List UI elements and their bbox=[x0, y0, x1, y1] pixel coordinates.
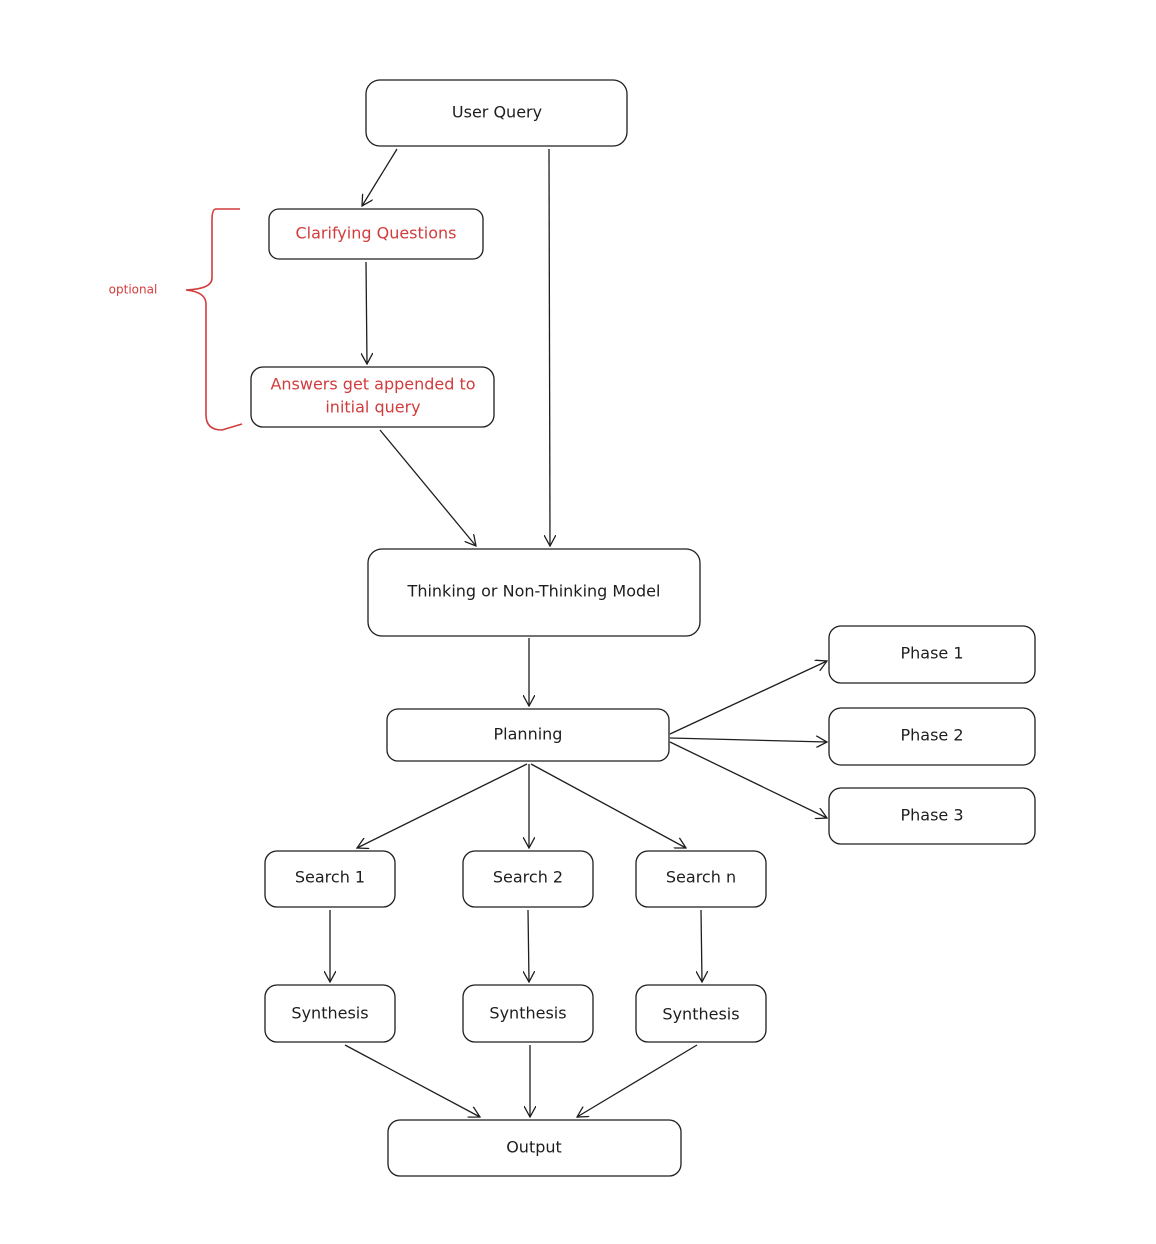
edge-synthesis3-to-output bbox=[577, 1044, 698, 1117]
user-query-node[interactable]: User Query bbox=[365, 79, 628, 147]
edge-answers-to-model bbox=[379, 429, 476, 546]
answers-appended-label-line2: initial query bbox=[325, 398, 420, 417]
model-node[interactable]: Thinking or Non-Thinking Model bbox=[367, 548, 701, 637]
synthesis2-node[interactable]: Synthesis bbox=[462, 984, 594, 1043]
user-query-label: User Query bbox=[452, 103, 542, 122]
edge-planning-to-phase1 bbox=[669, 661, 827, 735]
search2-node[interactable]: Search 2 bbox=[462, 850, 594, 908]
edge-user-query-to-model bbox=[549, 148, 550, 546]
edge-planning-to-searchn bbox=[530, 763, 686, 848]
edge-planning-to-search1 bbox=[357, 763, 528, 848]
phase1-node[interactable]: Phase 1 bbox=[828, 625, 1036, 684]
phase3-label: Phase 3 bbox=[900, 806, 963, 825]
edge-planning-to-phase3 bbox=[669, 741, 827, 818]
output-node[interactable]: Output bbox=[387, 1119, 682, 1177]
searchn-node[interactable]: Search n bbox=[635, 850, 767, 908]
optional-brace bbox=[185, 208, 243, 431]
search1-node[interactable]: Search 1 bbox=[264, 850, 396, 908]
edge-clarifying-to-answers bbox=[366, 261, 367, 364]
model-label: Thinking or Non-Thinking Model bbox=[407, 582, 661, 601]
search2-label: Search 2 bbox=[493, 868, 563, 887]
clarifying-questions-node[interactable]: Clarifying Questions bbox=[268, 208, 484, 260]
search1-label: Search 1 bbox=[295, 868, 365, 887]
edge-searchn-to-synthesis3 bbox=[701, 909, 702, 982]
planning-node[interactable]: Planning bbox=[386, 708, 670, 762]
synthesis2-label: Synthesis bbox=[489, 1004, 566, 1023]
output-label: Output bbox=[506, 1138, 562, 1157]
edge-search2-to-synthesis2 bbox=[528, 909, 529, 982]
answers-appended-label-line1: Answers get appended to bbox=[270, 375, 475, 394]
searchn-label: Search n bbox=[666, 868, 736, 887]
synthesis1-label: Synthesis bbox=[291, 1004, 368, 1023]
phase2-label: Phase 2 bbox=[900, 726, 963, 745]
edges bbox=[330, 148, 827, 1117]
clarifying-questions-label: Clarifying Questions bbox=[296, 224, 457, 243]
phase3-node[interactable]: Phase 3 bbox=[828, 787, 1036, 845]
edge-synthesis1-to-output bbox=[344, 1044, 480, 1117]
synthesis1-node[interactable]: Synthesis bbox=[264, 984, 396, 1043]
optional-label: optional bbox=[109, 283, 158, 297]
edge-planning-to-phase2 bbox=[669, 738, 827, 742]
synthesis3-node[interactable]: Synthesis bbox=[635, 984, 767, 1043]
answers-appended-node[interactable]: Answers get appended to initial query bbox=[250, 366, 495, 428]
phase1-label: Phase 1 bbox=[900, 644, 963, 663]
edge-user-query-to-clarifying bbox=[362, 148, 398, 206]
synthesis3-label: Synthesis bbox=[662, 1005, 739, 1024]
phase2-node[interactable]: Phase 2 bbox=[828, 707, 1036, 766]
planning-label: Planning bbox=[494, 725, 563, 744]
